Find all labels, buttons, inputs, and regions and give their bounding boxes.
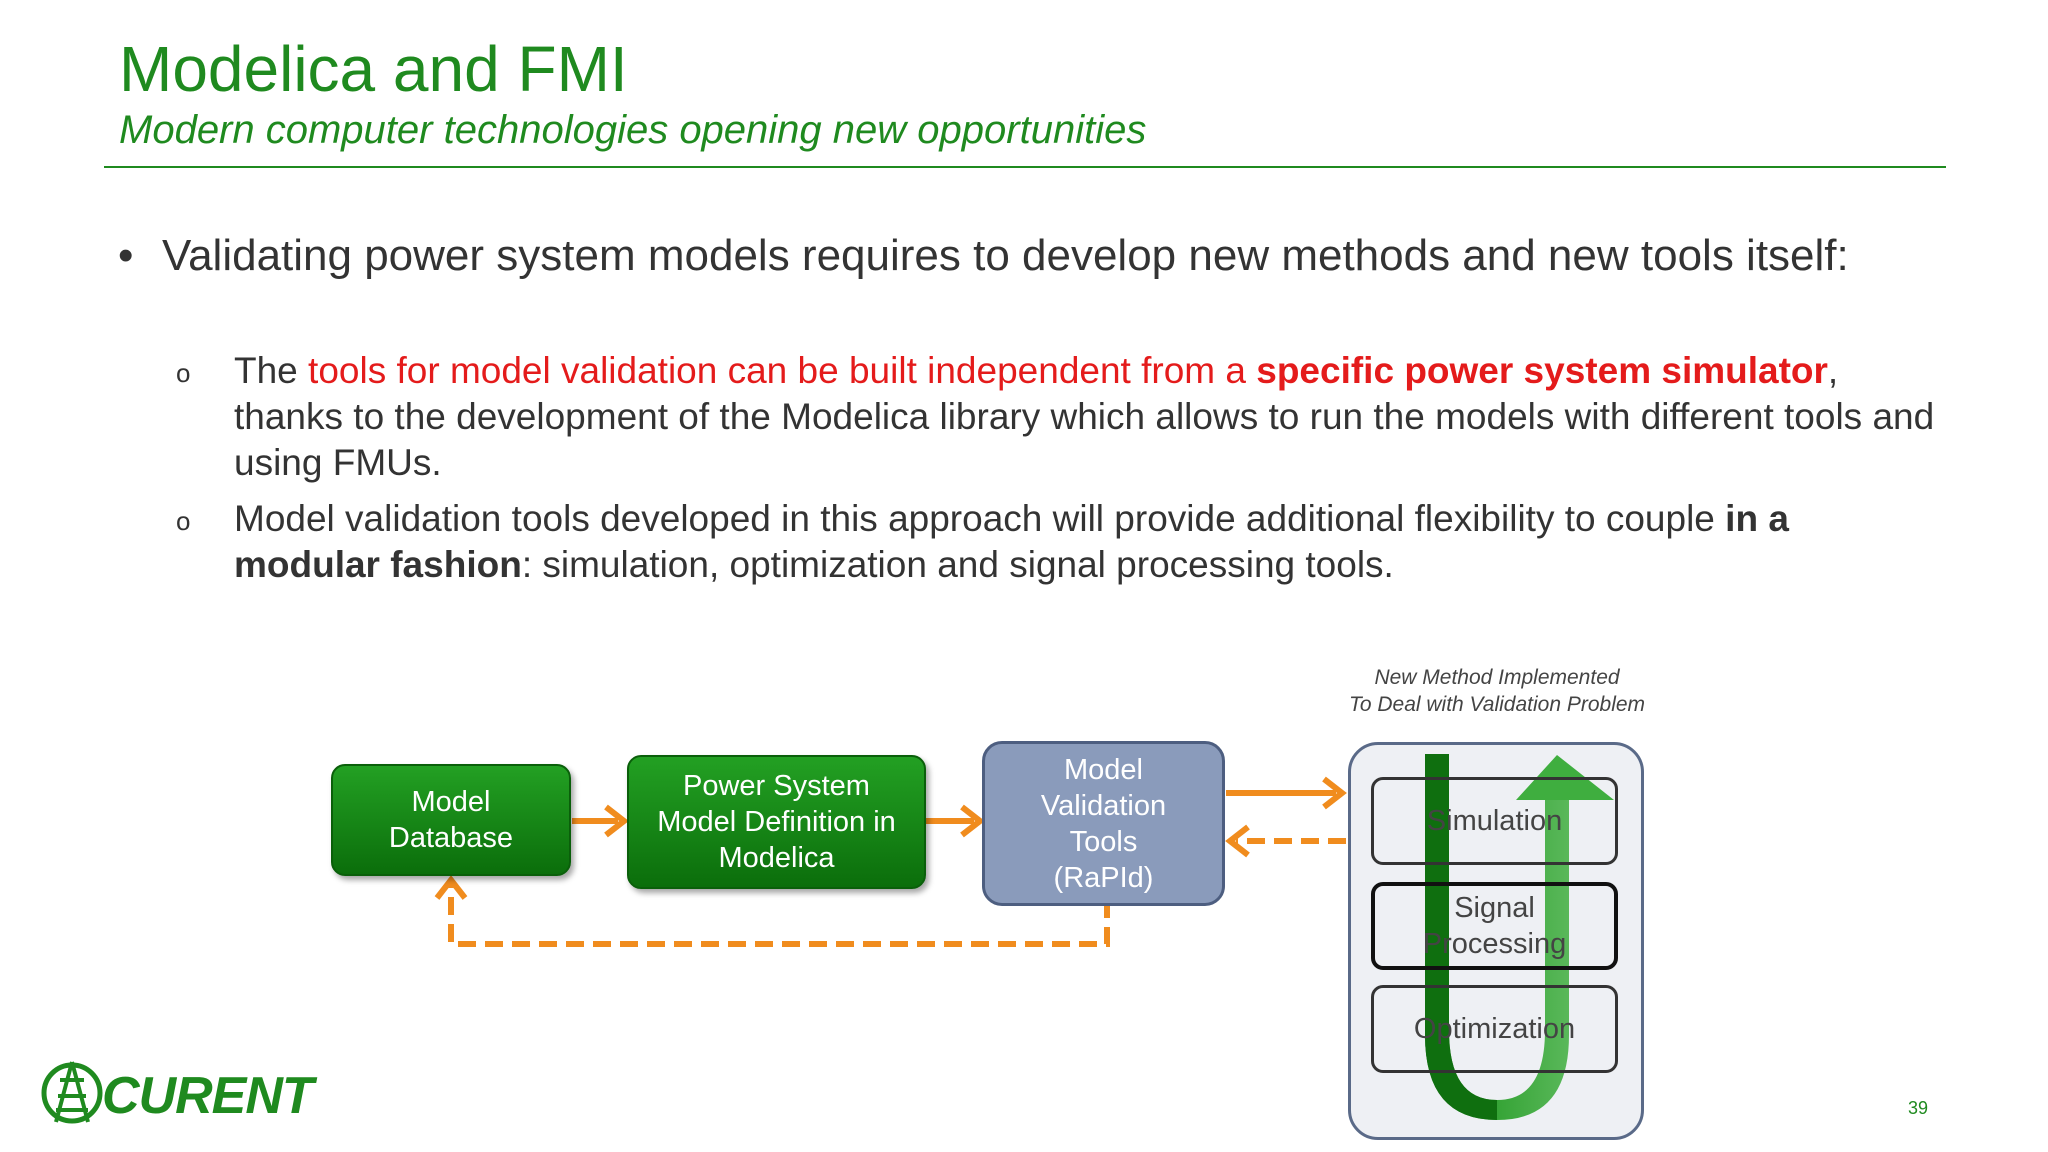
signal-processing-line-2: Processing: [1422, 928, 1567, 960]
power-system-model-line-3: Modelica: [718, 842, 835, 874]
arrow-method-to-tools-head: [1225, 824, 1250, 858]
feedback-arrowhead: [434, 875, 468, 900]
arrow-tools-to-method-head: [1322, 776, 1347, 810]
validation-tools-line-4: (RaPId): [1053, 861, 1154, 894]
new-method-note: New Method Implemented To Deal with Vali…: [1302, 664, 1692, 718]
feedback-dashed-line: [448, 884, 1110, 947]
sub-bullet-1-red-bold-text: specific power system simulator: [1256, 350, 1828, 391]
sub-bullet-2-prefix: Model validation tools developed in this…: [234, 498, 1726, 539]
power-system-model-line-2: Model Definition in: [657, 806, 896, 838]
sub-bullet-2-text: Model validation tools developed in this…: [234, 496, 1936, 588]
sub-bullet-1-text: The tools for model validation can be bu…: [234, 348, 1936, 486]
sub-bullet-1: o The tools for model validation can be …: [176, 348, 1936, 486]
validation-tools-line-2: Validation: [1040, 789, 1167, 822]
title-divider: [104, 166, 1946, 168]
bullet-dot-icon: •: [118, 231, 134, 280]
sub-bullet-1-suffix: , thanks to the development of the Model…: [234, 350, 1935, 483]
model-database-line-1: Model: [411, 786, 491, 818]
slide-subtitle: Modern computer technologies opening new…: [119, 108, 1147, 152]
page-number: 39: [1908, 1098, 1929, 1118]
main-bullet: • Validating power system models require…: [118, 228, 1898, 284]
optimization-label: Optimization: [1413, 1013, 1576, 1045]
validation-tools-line-1: Model: [1064, 753, 1143, 786]
main-bullet-text: Validating power system models requires …: [162, 231, 1849, 280]
signal-processing-line-1: Signal: [1454, 892, 1535, 924]
power-system-model-line-1: Power System: [683, 770, 870, 802]
sub-bullet-marker-icon: o: [176, 358, 191, 388]
validation-tools-line-3: Tools: [1069, 825, 1138, 858]
arrow-model-to-tools-head: [960, 804, 985, 838]
optimization-stage: Optimization: [1371, 985, 1618, 1073]
new-method-panel: [1348, 742, 1644, 1140]
sub-bullet-marker-icon: o: [176, 506, 191, 536]
simulation-stage: Simulation: [1371, 777, 1618, 865]
sub-bullet-1-prefix: The: [234, 350, 309, 391]
arrow-db-to-model-head: [604, 804, 629, 838]
model-database-line-2: Database: [388, 822, 514, 854]
simulation-label: Simulation: [1426, 805, 1563, 837]
new-method-note-line-2: To Deal with Validation Problem: [1348, 693, 1646, 716]
loop-arrow-left-band: [1425, 754, 1497, 1120]
sub-bullet-1-red-text: tools for model validation can be built …: [308, 350, 1257, 391]
curent-logo-text: CURENT: [102, 1067, 314, 1125]
new-method-note-line-1: New Method Implemented: [1374, 666, 1620, 689]
sub-bullet-2-suffix: : simulation, optimization and signal pr…: [521, 544, 1394, 585]
sub-bullet-2: o Model validation tools developed in th…: [176, 496, 1936, 588]
slide-title: Modelica and FMI: [119, 33, 628, 105]
sub-bullet-2-bold-text: in a modular fashion: [234, 498, 1789, 585]
